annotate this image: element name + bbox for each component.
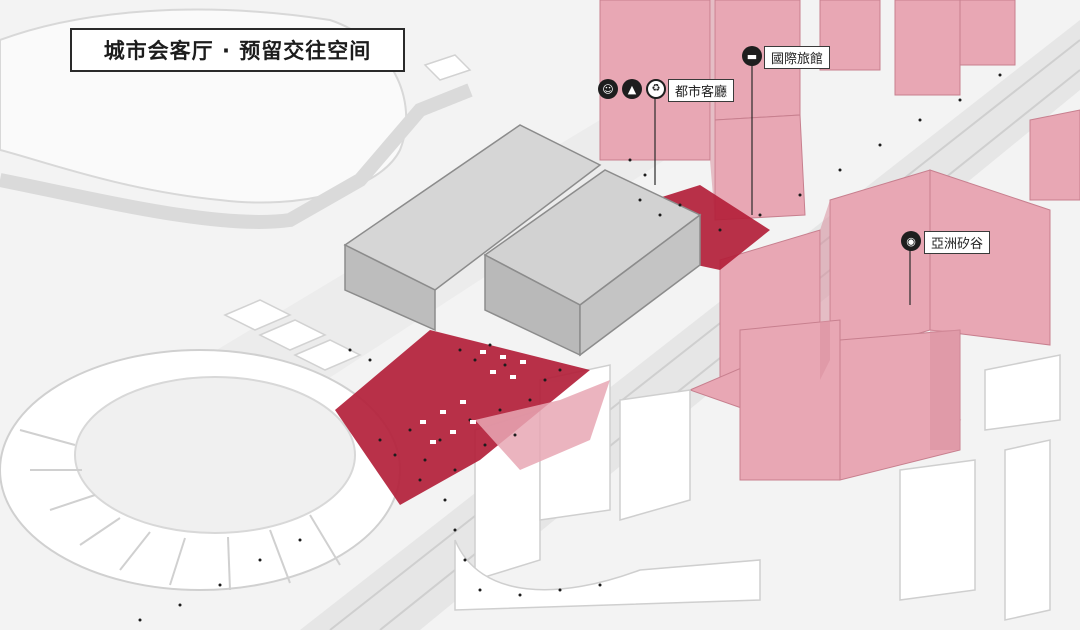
stadium-field [74,376,356,534]
tree-icon: ▲ [622,79,642,99]
stadium-ribs [19,429,341,591]
pink-building-shading [710,0,960,450]
waterfront-road [0,83,473,229]
label-hotel: 國際旅館 [764,46,831,69]
globe-icon: ◉ [901,231,921,251]
leader-lines [654,62,911,305]
bridge-link [475,380,610,470]
pavilions [223,54,472,371]
theatre-mask-icon: ☺ [598,79,618,99]
label-silicon-valley: 亞洲矽谷 [924,231,991,254]
recycle-icon: ♻ [646,79,666,99]
label-city-lounge: 都市客廳 [668,79,735,102]
crowd [138,73,1002,622]
page-title: 城市会客厅 · 预留交往空间 [70,28,405,72]
plaza-tables [420,350,526,444]
main-building [343,124,702,357]
road-lane-1 [329,39,1080,630]
bed-icon: ▬ [742,46,762,66]
